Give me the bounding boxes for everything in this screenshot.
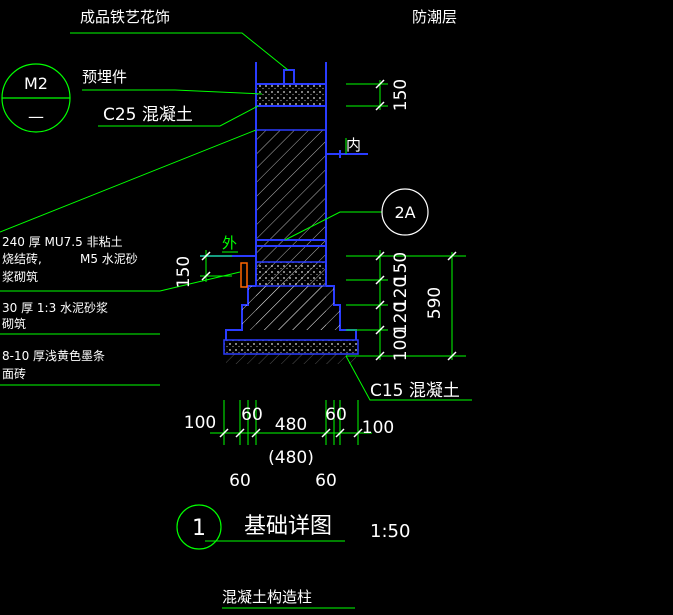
wall-section (200, 62, 368, 364)
dim-right-120b: 120 (391, 302, 411, 334)
label-wall-line3: M5 水泥砂 (80, 252, 138, 266)
right-dimensions (200, 80, 466, 360)
label-c25-concrete: C25 混凝土 (103, 105, 193, 125)
dim-right-100: 100 (391, 329, 411, 361)
label-outside: 外 (222, 234, 237, 252)
bottom-dimensions (210, 400, 372, 445)
dimension-ticks (201, 79, 457, 361)
m2-callout: M2 — (1, 63, 71, 133)
label-mortar-line1: 30 厚 1:3 水泥砂浆 (2, 300, 108, 315)
dim-bottom-60-low-left: 60 (229, 471, 251, 491)
ground-hatch (226, 354, 356, 364)
bottom-caption: 混凝土构造柱 (222, 588, 312, 606)
m2-bottom-label: — (28, 107, 44, 126)
drawing-title: 基础详图 (244, 514, 332, 539)
top-cap-concrete (255, 83, 327, 107)
label-inside: 内 (346, 136, 361, 154)
label-wall-line1: 240 厚 MU7.5 非粘土 (2, 234, 123, 249)
dim-right-150: 150 (391, 252, 411, 284)
dim-bottom-480-paren: (480) (268, 448, 314, 468)
dim-bottom-60-low-right: 60 (315, 471, 337, 491)
label-dpc: 防潮层 (412, 8, 457, 26)
dim-bottom-60-right: 60 (325, 405, 347, 425)
embed-plate (283, 69, 295, 85)
label-wall-line4: 浆砌筑 (2, 269, 38, 284)
dim-top-150: 150 (391, 79, 411, 111)
m2-top-label: M2 (24, 74, 48, 93)
dim-bottom-100-left: 100 (184, 413, 216, 433)
ref-2a-callout: 2A (381, 188, 429, 236)
label-tile-line1: 8-10 厚浅黄色墨条 (2, 349, 105, 363)
dim-right-120: 120 (391, 277, 411, 309)
dim-bottom-480: 480 (275, 415, 307, 435)
label-iron-decor: 成品铁艺花饰 (80, 8, 170, 26)
dim-bottom-60-left: 60 (241, 405, 263, 425)
label-mortar-line2: 砌筑 (2, 316, 26, 331)
label-c15-concrete: C15 混凝土 (370, 381, 460, 401)
ref-2a-label: 2A (394, 203, 415, 222)
detail-number: 1 (192, 516, 206, 541)
drawing-scale: 1:50 (370, 521, 410, 542)
detail-number-callout: 1 (176, 504, 222, 550)
label-tile-line2: 面砖 (2, 366, 26, 381)
leader-lines (0, 32, 472, 609)
c15-base (223, 339, 359, 355)
dim-bottom-100-right: 100 (362, 418, 394, 438)
label-embed: 预埋件 (82, 68, 127, 86)
tile-finish-marker (240, 262, 248, 288)
dim-left-150: 150 (174, 256, 194, 288)
dim-total-590: 590 (425, 287, 445, 319)
label-wall-line2: 烧结砖, (2, 251, 42, 266)
